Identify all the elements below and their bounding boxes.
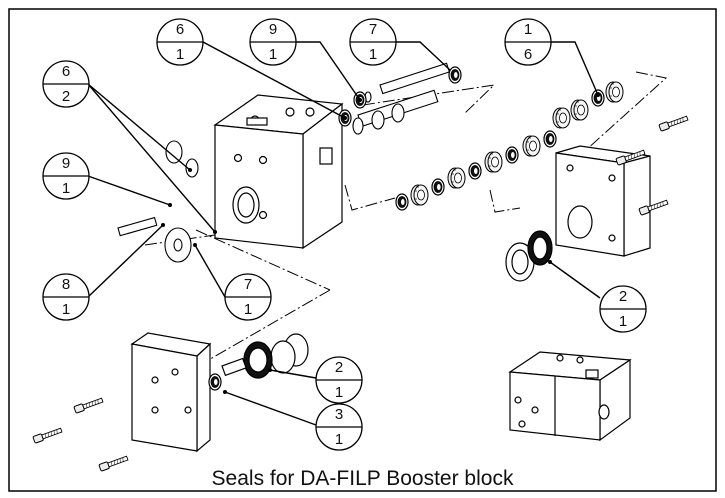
piston-parts <box>352 62 451 135</box>
callout-top-number: 9 <box>269 21 277 38</box>
leader-dots <box>161 93 600 394</box>
callout-bottom-number: 1 <box>619 313 627 330</box>
callout-2-1-lower: 2 1 <box>315 356 363 404</box>
callout-bottom-number: 1 <box>335 384 343 401</box>
lower-end-block <box>130 332 309 453</box>
lower-bolts <box>32 396 129 472</box>
callout-top-number: 1 <box>524 21 532 38</box>
callout-bottom-number: 1 <box>269 46 277 63</box>
callout-top-number: 3 <box>335 406 343 423</box>
callout-bottom-number: 1 <box>62 180 70 197</box>
callout-7-1-mid: 7 1 <box>224 273 272 321</box>
callout-3-1: 3 1 <box>315 403 363 451</box>
callout-bottom-number: 1 <box>369 46 377 63</box>
callout-6-1: 6 1 <box>156 18 204 66</box>
left-fittings <box>117 140 199 263</box>
main-booster-block <box>213 94 344 250</box>
callout-bottom-number: 1 <box>176 46 184 63</box>
callout-8-1: 8 1 <box>42 273 90 321</box>
callout-bottom-number: 1 <box>62 301 70 318</box>
callout-6-2: 6 2 <box>42 60 90 108</box>
center-lines <box>144 71 668 363</box>
callout-1-6: 1 6 <box>504 18 552 66</box>
callout-top-number: 7 <box>244 276 252 293</box>
callout-top-number: 2 <box>619 288 627 305</box>
callout-bottom-number: 1 <box>335 431 343 448</box>
assembled-view <box>508 351 632 442</box>
lower-seals <box>208 373 222 391</box>
callout-top-number: 2 <box>335 359 343 376</box>
callout-9-1-top: 9 1 <box>249 18 297 66</box>
callout-bottom-number: 2 <box>62 88 70 105</box>
callout-top-number: 6 <box>62 63 70 80</box>
callout-top-number: 9 <box>62 155 70 172</box>
callout-top-number: 8 <box>62 276 70 293</box>
callout-top-number: 6 <box>176 21 184 38</box>
figure-caption: Seals for DA-FILP Booster block <box>211 467 514 490</box>
callout-bottom-number: 1 <box>244 301 252 318</box>
callout-2-1-right: 2 1 <box>599 285 647 333</box>
callout-7-1-top: 7 1 <box>349 18 397 66</box>
callout-9-1-left: 9 1 <box>42 152 90 200</box>
figure-border <box>8 8 717 492</box>
callout-top-number: 7 <box>369 21 377 38</box>
right-end-block <box>505 145 651 282</box>
callout-bottom-number: 6 <box>524 46 532 63</box>
